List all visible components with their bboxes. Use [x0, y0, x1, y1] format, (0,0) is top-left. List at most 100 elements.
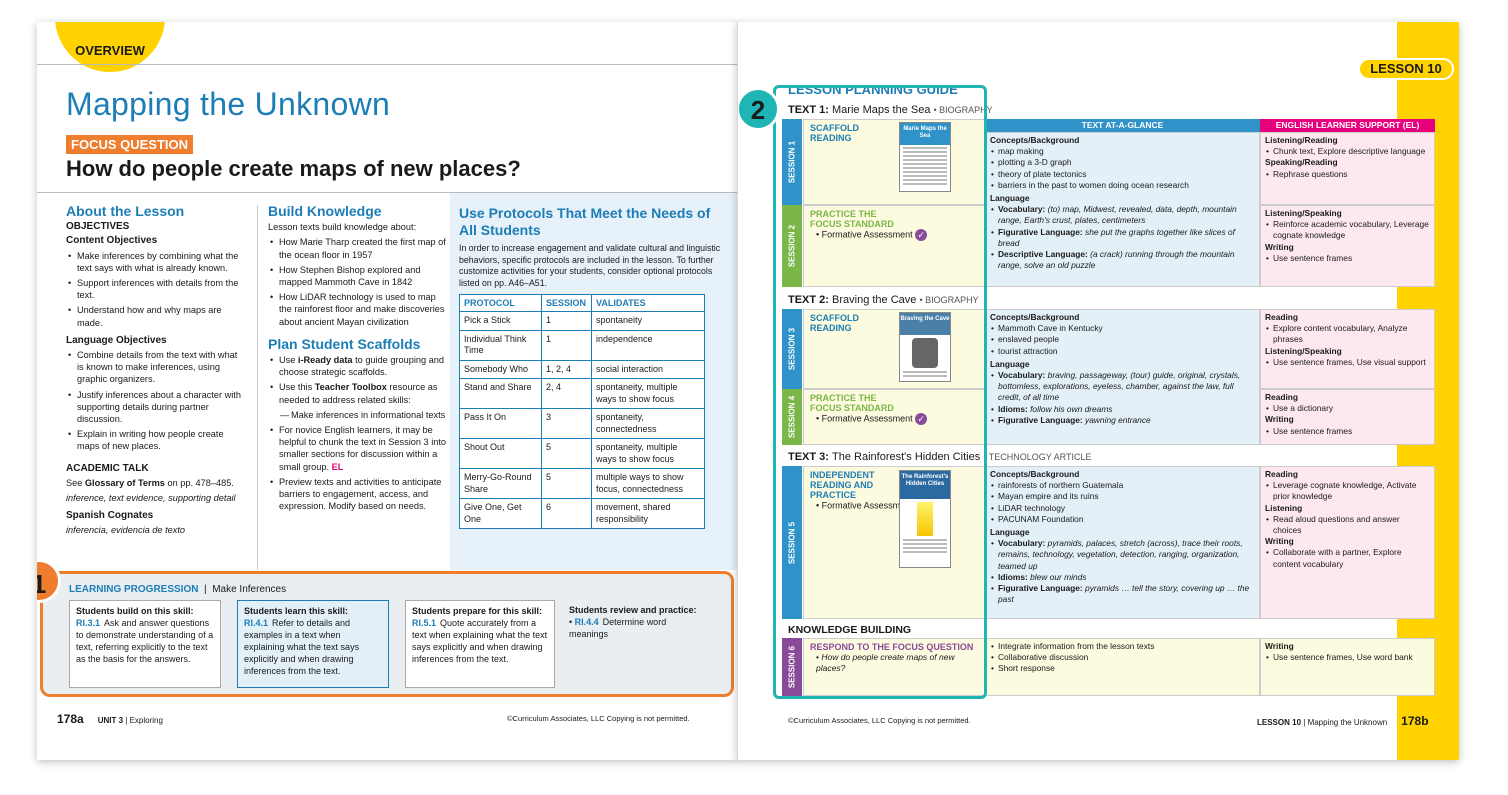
list-item: Collaborate with a partner, Explore cont… [1266, 547, 1430, 569]
portrait-image [912, 338, 938, 368]
value: yawning entrance [1085, 414, 1151, 425]
scaffolds-list: Use i-Ready data to guide grouping and c… [270, 354, 447, 512]
text3-glance: Concepts/Background rainforests of north… [985, 466, 1260, 619]
text-type: • BIOGRAPHY [919, 295, 979, 305]
el-heading: Writing [1265, 536, 1294, 547]
fa-label: Formative Assessment [821, 229, 913, 240]
el-list: Use sentence frames [1266, 253, 1430, 264]
standard-code: RI.4.1 [244, 618, 269, 628]
cb-heading: Concepts/Background [990, 469, 1080, 479]
col-validates: VALIDATES [591, 294, 705, 312]
right-page: LESSON 10 LESSON PLANNING GUIDE TEXT AT-… [737, 22, 1459, 760]
session-title: PRACTICE THE FOCUS STANDARD [810, 209, 894, 229]
cell: independence [591, 329, 705, 361]
session-title: SCAFFOLD READING [810, 123, 859, 143]
page-number: 178a [57, 712, 84, 726]
label: Figurative Language: [998, 226, 1083, 237]
cell: spontaneity [591, 311, 705, 331]
language-objectives-heading: Language Objectives [66, 334, 167, 346]
cell: Pass It On [459, 408, 542, 439]
lesson-label: LESSON 10 [1257, 718, 1302, 727]
list-item: Vocabulary: braving, passageway, (tour) … [991, 370, 1255, 404]
header-rule [37, 64, 737, 65]
text-name: The Rainforest's Hidden Cities [832, 451, 981, 463]
thumbnail-title: Braving the Cave [900, 313, 950, 335]
label: Figurative Language: [998, 414, 1083, 425]
list-item: Use sentence frames, Use visual support [1266, 357, 1430, 368]
session-5-tab: SESSION 5 [782, 466, 802, 619]
list-item: Make inferences in informational texts [280, 409, 446, 421]
check-icon: ✓ [915, 413, 928, 425]
el-heading: Reading [1265, 469, 1299, 479]
cb-list: map making plotting a 3-D graph theory o… [991, 146, 1255, 191]
scaffolds-heading: Plan Student Scaffolds [268, 335, 421, 352]
el-list: Use sentence frames, Use visual support [1266, 357, 1430, 368]
cell: Somebody Who [459, 359, 542, 379]
progression-title: LEARNING PROGRESSION | Make Inferences [69, 584, 287, 595]
col-protocol: PROTOCOL [459, 294, 542, 312]
el-list: Rephrase questions [1266, 169, 1430, 180]
text: resource as needed to address related sk… [279, 382, 438, 405]
label: Idioms: [998, 571, 1028, 582]
glossary-prefix: See [66, 477, 85, 488]
list-item: enslaved people [991, 334, 1255, 345]
about-heading: About the Lesson [66, 203, 185, 219]
cell: 5 [541, 438, 592, 469]
separator: | [1303, 718, 1306, 727]
list-item: Mayan empire and its ruins [991, 491, 1255, 502]
list-item: Descriptive Language: (a crack) running … [991, 249, 1255, 271]
light-beam-image [917, 502, 933, 536]
cognates: inferencia, evidencia de texto [66, 524, 246, 536]
label: Vocabulary: [998, 204, 1046, 215]
list-item: Chunk text, Explore descriptive language [1266, 146, 1430, 157]
el-heading: Listening [1265, 502, 1303, 513]
text-label: TEXT 2: [788, 294, 829, 306]
text-name: Braving the Cave [832, 294, 917, 306]
build-list: How Marie Tharp created the first map of… [270, 236, 446, 327]
cb-heading: Concepts/Background [990, 312, 1080, 322]
text-type: • BIOGRAPHY [933, 105, 993, 115]
col-session: SESSION [541, 294, 592, 312]
session-1-cell: SCAFFOLD READING [803, 119, 985, 205]
value: she put the graphs together like slices … [998, 226, 1235, 248]
list-item: How Marie Tharp created the first map of… [270, 236, 446, 260]
cell: Individual Think Time [459, 329, 542, 361]
list-item: plotting a 3-D graph [991, 157, 1255, 168]
list-item: Idioms: follow his own dreams [991, 403, 1255, 415]
text-name: Marie Maps the Sea [832, 104, 931, 116]
spanish-cognates-heading: Spanish Cognates [66, 510, 154, 522]
session-2-tab: SESSION 2 [782, 205, 802, 287]
value: pyramids, palaces, stretch (across), tra… [998, 538, 1243, 571]
text: For novice English learners, it may be h… [279, 425, 447, 472]
el-heading: Reading [1265, 392, 1299, 402]
focus-question: How do people create maps of new places? [66, 156, 521, 181]
value: follow his own dreams [1030, 403, 1113, 414]
about-lesson-column: About the Lesson OBJECTIVES Content Obje… [66, 203, 246, 540]
text3-title: TEXT 3: The Rainforest's Hidden Cities •… [788, 451, 1092, 463]
glossary-link: Glossary of Terms [84, 477, 165, 488]
page-number: 178b [1401, 714, 1429, 728]
list-item: rainforests of northern Guatemala [991, 480, 1255, 491]
formative-assessment: • Formative Assessment ✓ [816, 229, 978, 241]
el-support-4: Reading Use a dictionary Writing Use sen… [1260, 389, 1435, 445]
cell: spontaneity, multiple ways to show focus [591, 378, 705, 409]
el-list: Use sentence frames, Use word bank [1266, 652, 1430, 663]
card-text: Quote accurately from a text when explai… [412, 618, 548, 664]
list-item: Collaborative discussion [991, 652, 1255, 663]
text: Use this [279, 382, 315, 393]
progression-label: LEARNING PROGRESSION [69, 584, 199, 595]
el-support-5: Reading Leverage cognate knowledge, Acti… [1260, 466, 1435, 619]
session-6-tab: SESSION 6 [782, 638, 802, 696]
label: Figurative Language: [998, 583, 1083, 594]
content-objectives-list: Make inferences by combining what the te… [68, 250, 246, 329]
label: Vocabulary: [998, 538, 1046, 549]
label: Idioms: [998, 403, 1028, 414]
label: Descriptive Language: [998, 249, 1088, 260]
session-title: PRACTICE THE FOCUS STANDARD [810, 393, 894, 413]
